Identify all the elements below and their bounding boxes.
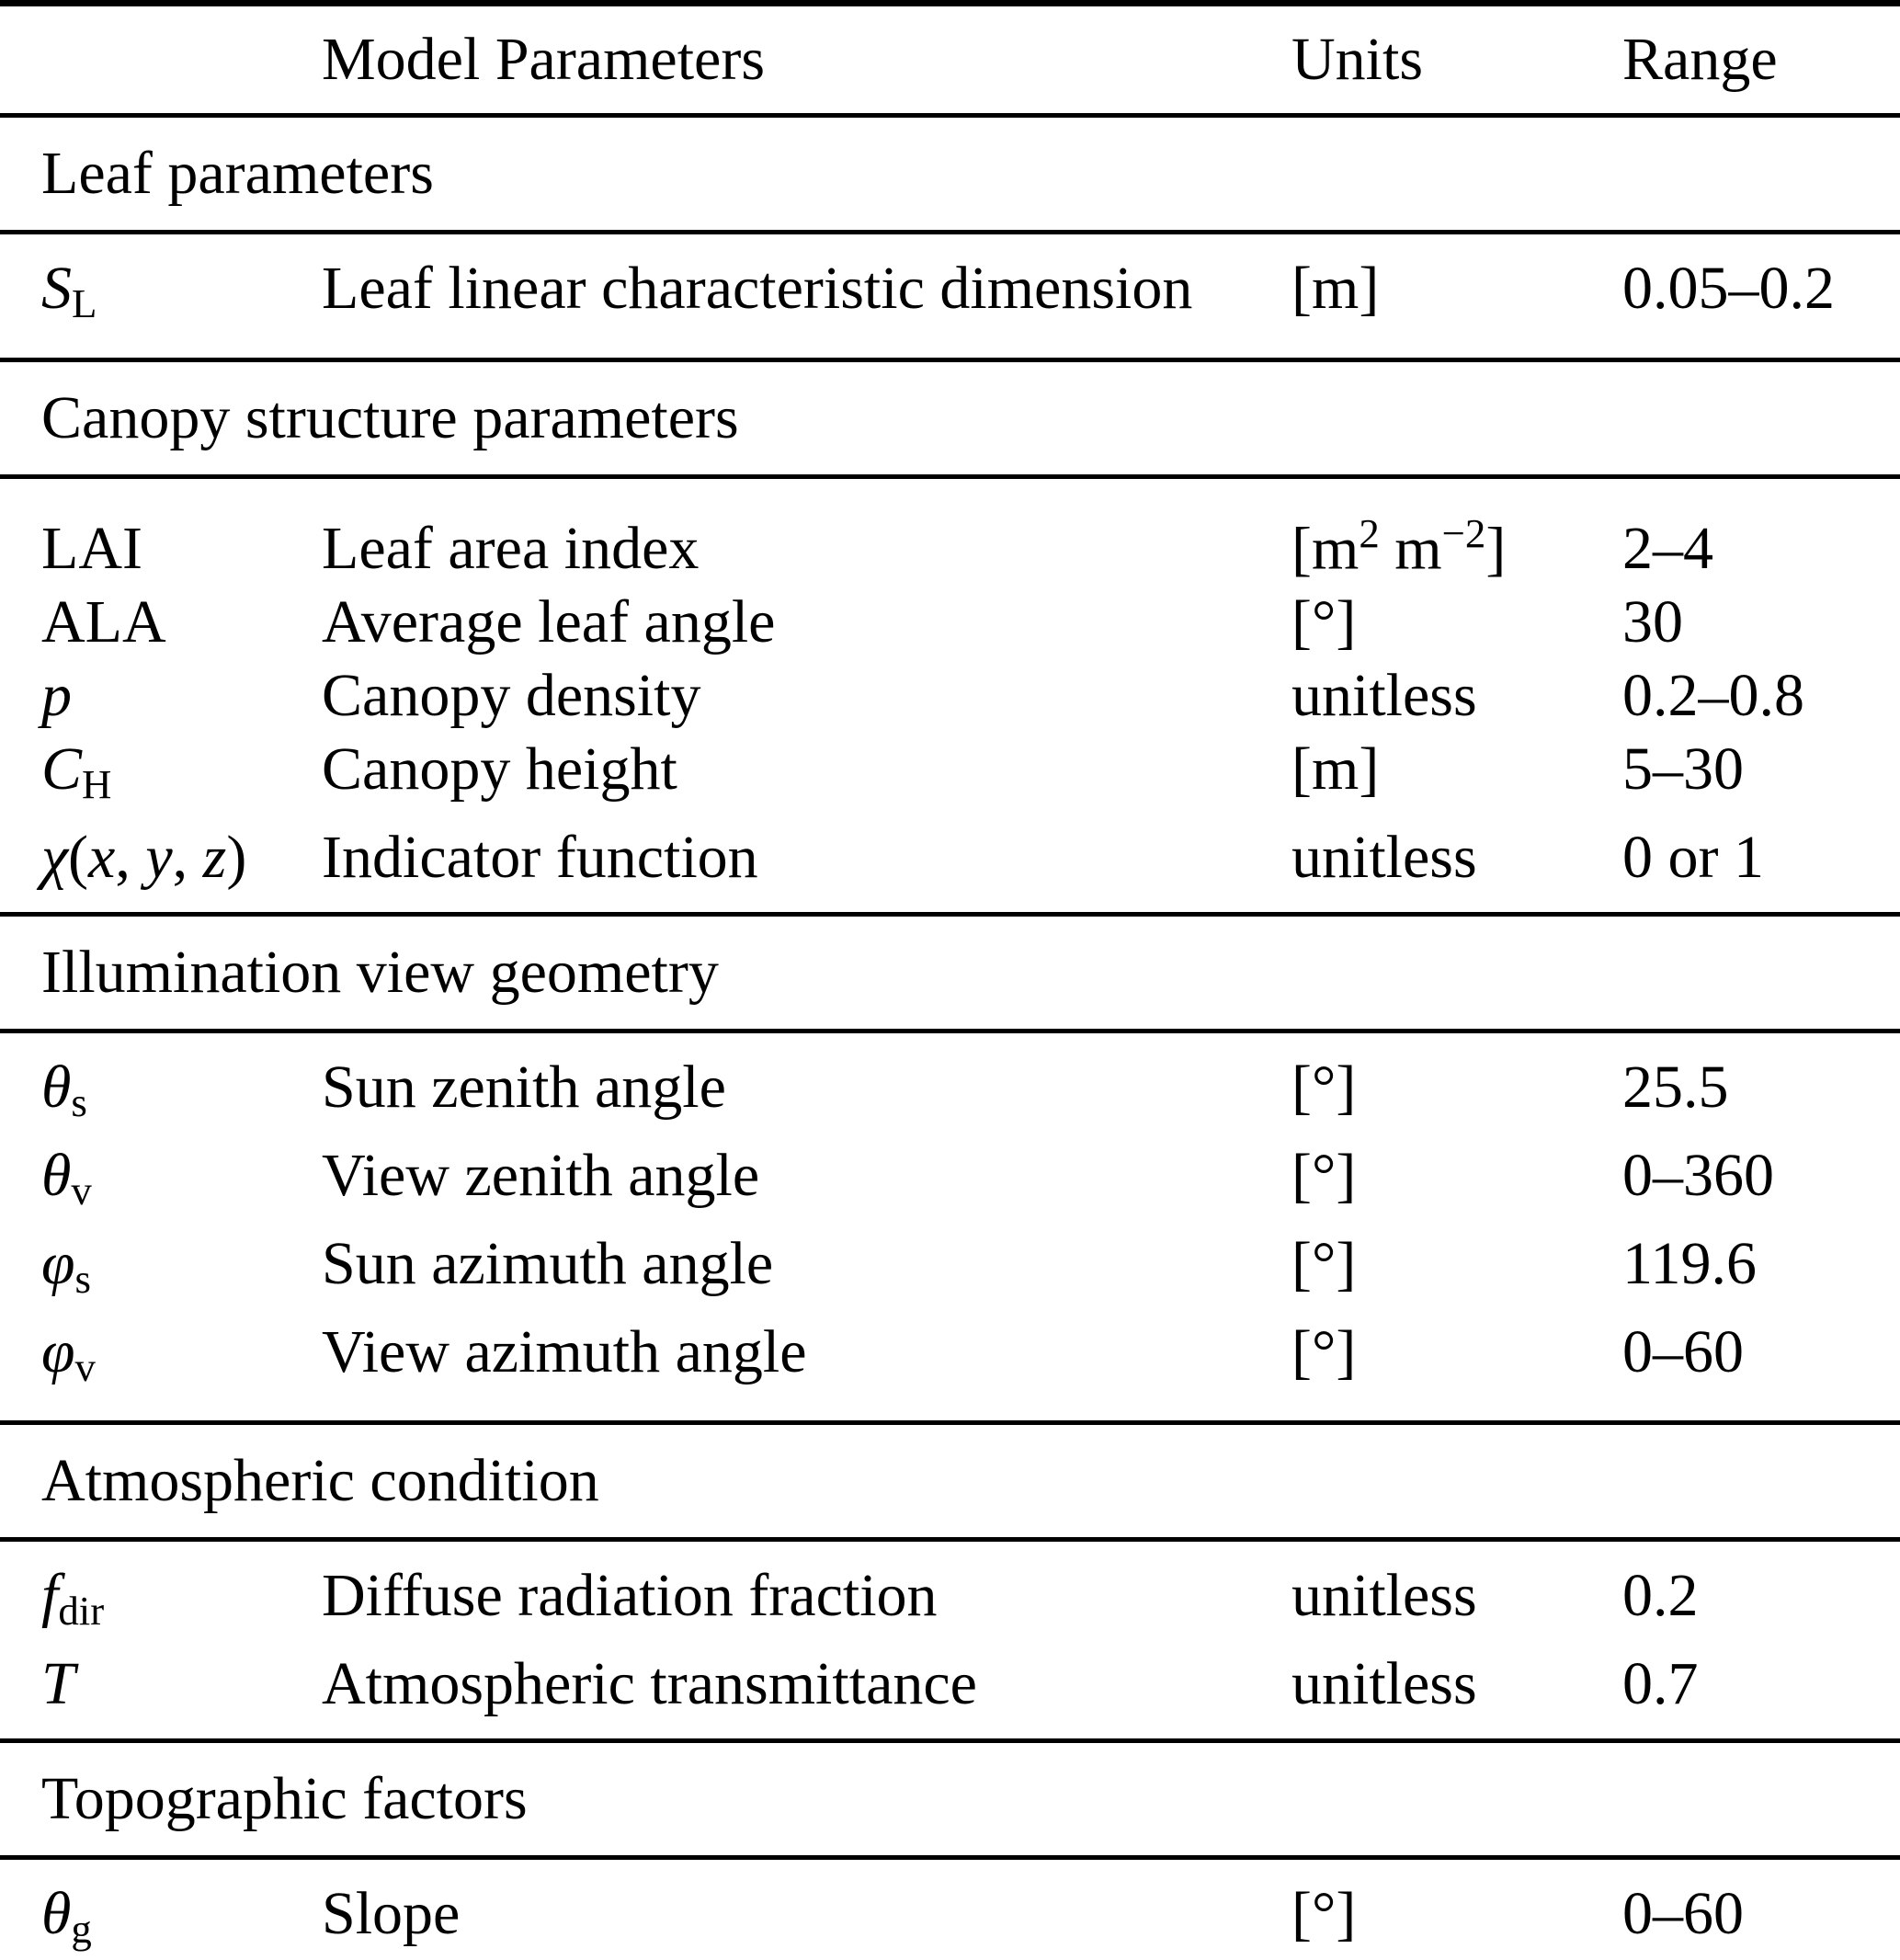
parameter-name: Canopy height: [322, 735, 677, 803]
parameter-units: unitless: [1291, 1562, 1477, 1630]
parameter-symbol: θg: [41, 1880, 92, 1953]
section-divider: [0, 1738, 1900, 1744]
section-header: Leaf parameters: [0, 118, 1900, 230]
parameter-symbol: T: [41, 1650, 75, 1718]
section-title: Canopy structure parameters: [41, 383, 739, 451]
table-row: ALA Average leaf angle [°] 30: [0, 586, 1900, 659]
section-divider: [0, 113, 1900, 118]
parameter-name: Average leaf angle: [322, 588, 776, 656]
parameter-units: [m]: [1291, 735, 1380, 803]
section-divider: [0, 1855, 1900, 1861]
parameter-units: [°]: [1291, 1317, 1357, 1385]
parameter-range: 5–30: [1622, 735, 1744, 803]
parameter-symbol: φv: [41, 1317, 96, 1390]
table-row: χ(x, y, z) Indicator function unitless 0 or…: [0, 821, 1900, 895]
parameter-symbol: ALA: [41, 588, 166, 656]
parameter-name: Atmospheric transmittance: [322, 1650, 977, 1718]
parameter-name: Leaf linear characteristic dimension: [322, 255, 1193, 322]
parameter-name: Slope: [322, 1880, 461, 1948]
top-rule: [0, 0, 1900, 6]
column-header-parameter: Model Parameters: [322, 26, 766, 93]
parameter-range: 0 or 1: [1622, 824, 1764, 892]
section-header: Atmospheric condition: [0, 1425, 1900, 1537]
table-row: SL Leaf linear characteristic dimension [m…: [0, 252, 1900, 340]
section-header: Canopy structure parameters: [0, 362, 1900, 474]
section-title: Leaf parameters: [41, 140, 434, 207]
parameter-units: [°]: [1291, 1054, 1357, 1122]
section-title: Atmospheric condition: [41, 1447, 599, 1515]
table-row: fdir Diffuse radiation fraction unitless 0.…: [0, 1559, 1900, 1647]
table-row: θs Sun zenith angle [°] 25.5: [0, 1051, 1900, 1139]
parameter-range: 0.2–0.8: [1622, 662, 1804, 730]
parameter-range: 0.05–0.2: [1622, 255, 1835, 322]
section-rows: θs Sun zenith angle [°] 25.5 θv View zenith a…: [0, 1033, 1900, 1420]
parameter-range: 0–60: [1622, 1317, 1744, 1385]
section-rows: fdir Diffuse radiation fraction unitless 0.…: [0, 1542, 1900, 1738]
parameter-units: unitless: [1291, 662, 1477, 730]
parameter-name: View azimuth angle: [322, 1317, 807, 1385]
column-header-units: Units: [1291, 26, 1424, 93]
table-row: θv View zenith angle [°] 0–360: [0, 1139, 1900, 1227]
parameter-name: Canopy density: [322, 662, 701, 730]
parameter-symbol: SL: [41, 255, 97, 326]
table-row: φs Sun azimuth angle [°] 119.6: [0, 1227, 1900, 1316]
column-header-range: Range: [1622, 26, 1778, 93]
parameter-units: unitless: [1291, 1650, 1477, 1718]
parameter-range: 2–4: [1622, 515, 1713, 583]
parameter-units: [°]: [1291, 1229, 1357, 1297]
section-header: Illumination view geometry: [0, 917, 1900, 1029]
parameter-symbol: θv: [41, 1141, 92, 1214]
section-title: Illumination view geometry: [41, 939, 719, 1007]
table-row: T Atmospheric transmittance unitless 0.7: [0, 1647, 1900, 1721]
parameter-name: Indicator function: [322, 824, 758, 892]
parameter-symbol: CH: [41, 735, 112, 808]
parameter-name: Leaf area index: [322, 515, 700, 583]
parameter-range: 119.6: [1622, 1229, 1758, 1297]
parameter-units: [m2 m−2]: [1291, 509, 1507, 583]
parameter-range: 0.7: [1622, 1650, 1699, 1718]
parameter-units: unitless: [1291, 824, 1477, 892]
section-divider: [0, 912, 1900, 917]
parameter-symbol: φs: [41, 1229, 91, 1302]
parameter-name: Diffuse radiation fraction: [322, 1562, 938, 1630]
parameter-units: [°]: [1291, 588, 1357, 656]
parameter-symbol: θs: [41, 1054, 87, 1125]
parameter-units: [m]: [1291, 255, 1380, 322]
table-row: φv View azimuth angle [°] 0–60: [0, 1316, 1900, 1404]
parameter-name: View zenith angle: [322, 1141, 760, 1209]
parameter-range: 25.5: [1622, 1054, 1729, 1122]
table-row: LAI Leaf area index [m2 m−2] 2–4: [0, 496, 1900, 586]
parameter-range: 0–360: [1622, 1141, 1774, 1209]
parameter-range: 0–60: [1622, 1880, 1744, 1948]
section-divider: [0, 1537, 1900, 1543]
parameter-symbol: p: [41, 662, 72, 730]
section-divider: [0, 1420, 1900, 1426]
table-row: CH Canopy height [m] 5–30: [0, 733, 1900, 821]
table-row: p Canopy density unitless 0.2–0.8: [0, 659, 1900, 733]
section-divider: [0, 1029, 1900, 1034]
table-header-row: Model Parameters Units Range: [0, 6, 1900, 113]
parameter-range: 30: [1622, 588, 1683, 656]
section-divider: [0, 357, 1900, 362]
parameter-name: Sun zenith angle: [322, 1054, 726, 1122]
section-title: Topographic factors: [41, 1765, 528, 1833]
parameter-symbol: fdir: [41, 1562, 105, 1635]
parameter-name: Sun azimuth angle: [322, 1229, 774, 1297]
parameter-symbol: χ(x, y, z): [41, 824, 247, 892]
parameter-units: [°]: [1291, 1141, 1357, 1209]
section-divider: [0, 230, 1900, 234]
parameter-symbol: LAI: [41, 515, 142, 583]
section-header: Topographic factors: [0, 1743, 1900, 1855]
table-row: θg Slope [°] 0–60: [0, 1877, 1900, 1960]
section-divider: [0, 473, 1900, 479]
parameter-units: [°]: [1291, 1880, 1357, 1948]
section-rows: SL Leaf linear characteristic dimension [m…: [0, 234, 1900, 358]
parameter-range: 0.2: [1622, 1562, 1699, 1630]
